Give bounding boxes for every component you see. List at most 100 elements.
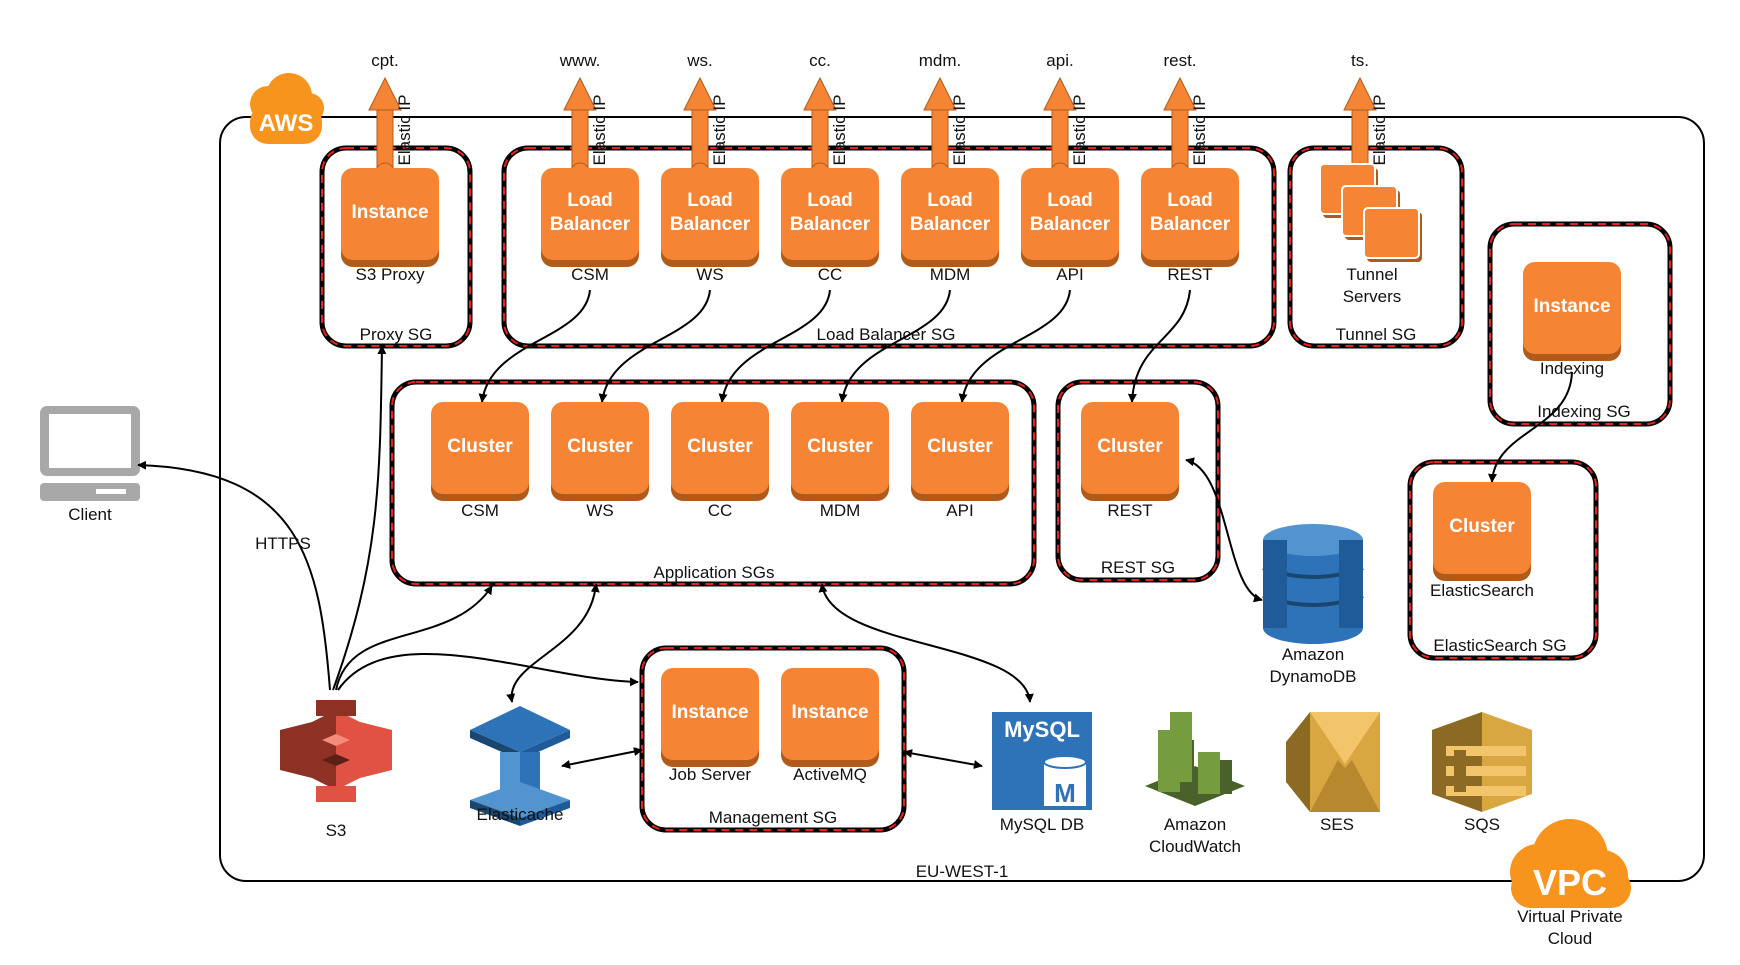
sg-indexing: Indexing SG (1487, 221, 1673, 427)
load-balancer-ws-label: WS (696, 265, 723, 284)
mysql-db-icon: MySQL M (992, 712, 1092, 810)
connectors (137, 289, 1573, 769)
cluster-mdm-title: Cluster (807, 436, 873, 457)
elastic-ip-label: Elastic IP (1070, 95, 1089, 166)
elastic-ip-arrow: cpt.Elastic IP (368, 51, 414, 182)
load-balancer-csm-title-line2: Balancer (550, 214, 631, 235)
proxy-instance-title: Instance (351, 202, 428, 223)
elastic-ip-arrow: www.Elastic IP (559, 51, 609, 182)
connector-s3-to-management (337, 652, 639, 691)
ses-icon (1286, 712, 1380, 812)
tunnel-servers-label-line2: Servers (1343, 287, 1402, 306)
connector-elasticache-appsg (506, 583, 600, 703)
load-balancer-mdm-label: MDM (930, 265, 971, 284)
sg-rest-label: REST SG (1101, 558, 1175, 577)
elasticache-label: Elasticache (477, 805, 564, 824)
elastic-ip-arrow: mdm. Elastic IP (919, 51, 969, 182)
vpc-label-line1: Virtual Private (1517, 907, 1623, 926)
connector-indexing-to-es (1487, 371, 1573, 483)
elastic-ip-subdomain: mdm. (919, 51, 962, 70)
aws-badge-text: AWS (259, 110, 314, 137)
sqs-label: SQS (1464, 815, 1500, 834)
sg-elasticsearch: ElasticSearch SG (1407, 459, 1599, 661)
load-balancer-csm-label: CSM (571, 265, 609, 284)
activemq-instance-label: ActiveMQ (793, 765, 867, 784)
cluster-mdm-label: MDM (820, 501, 861, 520)
cloudwatch-icon (1145, 712, 1245, 806)
tunnel-servers-label-line1: Tunnel (1346, 265, 1397, 284)
dynamodb-label-line1: Amazon (1282, 645, 1344, 664)
load-balancer-api-title-line2: Balancer (1030, 214, 1111, 235)
elastic-ip-subdomain: ws. (686, 51, 713, 70)
cloudwatch-label-line1: Amazon (1164, 815, 1226, 834)
sg-management: Management SG (639, 645, 907, 833)
cluster-api-label: API (946, 501, 973, 520)
cluster-csm-label: CSM (461, 501, 499, 520)
laptop-icon (40, 406, 140, 501)
region-label: EU-WEST-1 (916, 862, 1009, 881)
elastic-ip-label: Elastic IP (950, 95, 969, 166)
connector-s3-to-client (137, 460, 331, 691)
vpc-cloud-icon: VPC (1510, 819, 1631, 908)
connector-lb-csm-to-cluster-csm (478, 289, 591, 403)
indexing-instance-title: Instance (1533, 296, 1610, 317)
connector-lb-cc-to-cluster-cc (718, 289, 831, 403)
elastic-ip-arrow: api. Elastic IP (1043, 51, 1089, 182)
load-balancer-ws-title-line2: Balancer (670, 214, 751, 235)
sg-load-balancer-label: Load Balancer SG (817, 325, 956, 344)
activemq-instance-title: Instance (791, 702, 868, 723)
dynamodb-label-line2: DynamoDB (1270, 667, 1357, 686)
cluster-cc-label: CC (708, 501, 733, 520)
elasticache-icon (470, 706, 570, 826)
load-balancer-cc-title-line1: Load (807, 190, 852, 211)
load-balancer-rest-title-line1: Load (1167, 190, 1212, 211)
cluster-elasticsearch-label: ElasticSearch (1430, 581, 1534, 600)
proxy-instance-label: S3 Proxy (356, 265, 425, 284)
cluster-rest-title: Cluster (1097, 436, 1163, 457)
load-balancer-ws-title-line1: Load (687, 190, 732, 211)
load-balancer-cc-title-line2: Balancer (790, 214, 871, 235)
sg-application: Application SGs (389, 379, 1037, 587)
elastic-ip-label: Elastic IP (590, 95, 609, 166)
sg-elasticsearch-label: ElasticSearch SG (1433, 636, 1566, 655)
s3-bucket-icon (280, 700, 392, 802)
sg-indexing-label: Indexing SG (1537, 402, 1631, 421)
connector-lb-rest-to-cluster-rest (1127, 289, 1191, 403)
cluster-elasticsearch-title: Cluster (1449, 516, 1515, 537)
elastic-ip-subdomain: cpt. (371, 51, 398, 70)
connector-elasticache-management (561, 747, 643, 769)
load-balancer-rest-title-line2: Balancer (1150, 214, 1231, 235)
connector-s3-to-proxy (332, 345, 387, 691)
mysql-label: MySQL DB (1000, 815, 1084, 834)
job-server-instance-label: Job Server (669, 765, 752, 784)
load-balancer-api-title-line1: Load (1047, 190, 1092, 211)
elastic-ip-label: Elastic IP (710, 95, 729, 166)
ses-label: SES (1320, 815, 1354, 834)
cloudwatch-label-line2: CloudWatch (1149, 837, 1241, 856)
elastic-ip-subdomain: cc. (809, 51, 831, 70)
s3-label: S3 (326, 821, 347, 840)
connector-s3-to-appsg (335, 585, 493, 691)
mysql-badge-text: MySQL (1004, 717, 1080, 742)
elastic-ip-label: Elastic IP (1190, 95, 1209, 166)
elastic-ip-subdomain: api. (1046, 51, 1073, 70)
load-balancer-mdm-title-line1: Load (927, 190, 972, 211)
connector-mysql-appsg (818, 583, 1034, 703)
